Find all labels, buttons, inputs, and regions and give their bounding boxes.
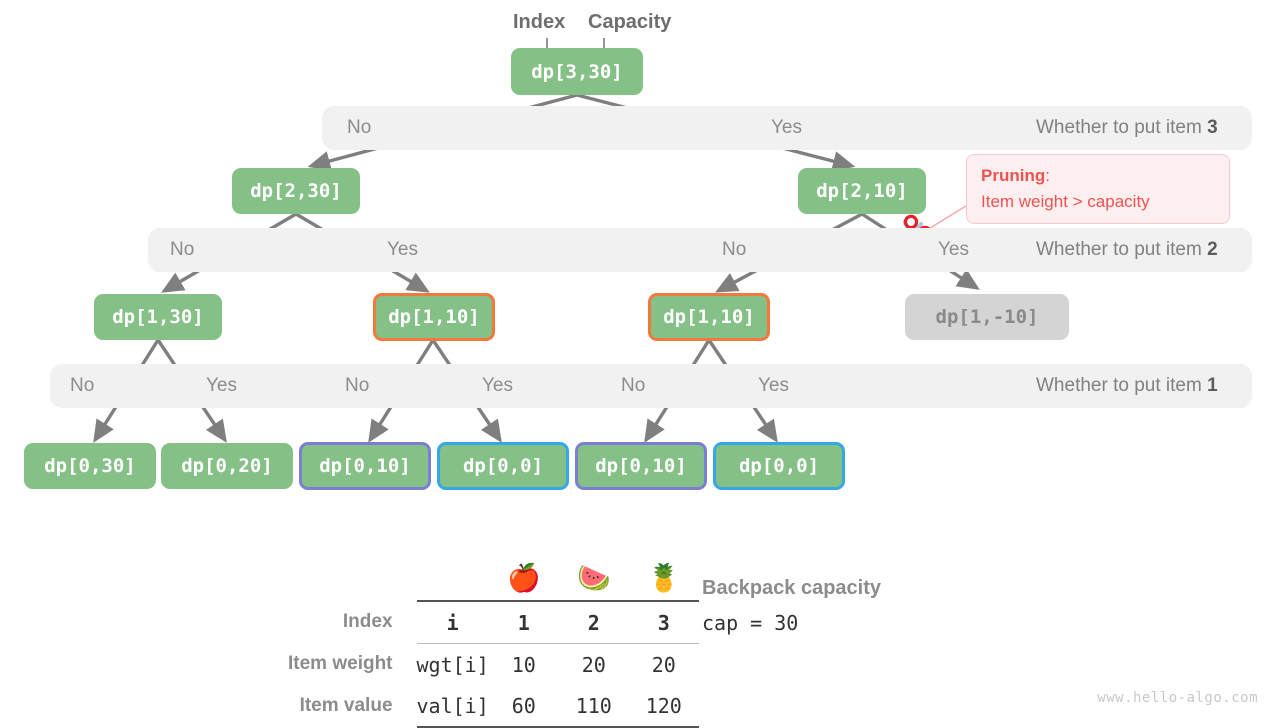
band-item-1-label-number: 1 bbox=[1207, 375, 1218, 396]
row-label-index: Index bbox=[342, 611, 393, 633]
band-item-3-label-number: 3 bbox=[1207, 117, 1218, 138]
row-label-item-value: Item value bbox=[299, 695, 393, 716]
pruning-title-line: Pruning: bbox=[981, 164, 1215, 189]
capacity-note: Backpack capacity cap = 30 bbox=[702, 578, 881, 633]
node-dp-0-20[interactable]: dp[0,20] bbox=[161, 443, 293, 489]
node-dp-1-10-b[interactable]: dp[1,10] bbox=[648, 293, 770, 341]
band-item-2 bbox=[148, 228, 1252, 272]
choice-yes-item3: Yes bbox=[771, 117, 802, 138]
index-value-1: 1 bbox=[488, 600, 559, 644]
band-item-1-label-text: Whether to put item bbox=[1036, 375, 1208, 396]
pruning-callout: Pruning: Item weight > capacity bbox=[966, 154, 1230, 224]
weight-value-1: 10 bbox=[488, 643, 559, 685]
node-dp-0-30[interactable]: dp[0,30] bbox=[24, 443, 156, 489]
row-key-value: val[i] bbox=[416, 685, 489, 728]
capacity-annotation-label: Capacity bbox=[588, 11, 672, 33]
emoji-key-spacer bbox=[417, 556, 489, 601]
watermark: www.hello-algo.com bbox=[1097, 690, 1258, 706]
band-item-3-label-text: Whether to put item bbox=[1036, 117, 1208, 138]
weight-value-2: 20 bbox=[558, 643, 629, 685]
choice-yes-item1-c: Yes bbox=[758, 375, 789, 396]
node-dp-2-30[interactable]: dp[2,30] bbox=[232, 168, 360, 214]
choice-yes-item1-a: Yes bbox=[206, 375, 237, 396]
index-value-3: 3 bbox=[628, 600, 699, 644]
choice-yes-item2-a: Yes bbox=[387, 239, 418, 260]
choice-no-item1-c: No bbox=[621, 375, 646, 396]
node-dp-2-10[interactable]: dp[2,10] bbox=[798, 168, 926, 214]
value-value-1: 60 bbox=[488, 685, 559, 728]
node-dp-3-30[interactable]: dp[3,30] bbox=[511, 48, 643, 95]
table-row-value: Item value val[i] 60 110 120 bbox=[288, 685, 699, 728]
choice-no-item1-b: No bbox=[345, 375, 370, 396]
weight-value-3: 20 bbox=[628, 643, 699, 685]
node-dp-0-10-a[interactable]: dp[0,10] bbox=[299, 442, 431, 490]
node-dp-0-0-a[interactable]: dp[0,0] bbox=[437, 442, 569, 490]
pineapple-icon: 🍍 bbox=[646, 563, 681, 593]
choice-no-item2-a: No bbox=[170, 239, 195, 260]
watermelon-icon: 🍉 bbox=[576, 563, 611, 593]
pruning-colon: : bbox=[1045, 166, 1050, 185]
apple-icon: 🍎 bbox=[506, 563, 541, 593]
choice-yes-item2-b: Yes bbox=[938, 239, 969, 260]
row-label-item-weight: Item weight bbox=[288, 653, 393, 675]
node-dp-0-0-b[interactable]: dp[0,0] bbox=[713, 442, 845, 490]
choice-no-item2-b: No bbox=[722, 239, 747, 260]
item-table: 🍎 🍉 🍍 Index i 1 2 3 Item weight wgt[i] 1… bbox=[288, 556, 699, 728]
band-item-2-label-number: 2 bbox=[1207, 239, 1218, 260]
index-value-2: 2 bbox=[558, 600, 629, 644]
capacity-note-code: cap = 30 bbox=[702, 611, 799, 635]
emoji-row-spacer bbox=[288, 556, 417, 601]
node-dp-1-10-a[interactable]: dp[1,10] bbox=[373, 293, 495, 341]
node-dp-1-neg10[interactable]: dp[1,-10] bbox=[905, 294, 1069, 340]
band-item-2-label: Whether to put item 2 bbox=[1036, 240, 1218, 259]
value-value-2: 110 bbox=[558, 685, 629, 728]
table-row-weight: Item weight wgt[i] 10 20 20 bbox=[288, 643, 699, 685]
table-row-emoji: 🍎 🍉 🍍 bbox=[288, 556, 699, 601]
table-row-index: Index i 1 2 3 bbox=[288, 600, 699, 644]
capacity-note-title: Backpack capacity bbox=[702, 577, 882, 599]
index-annotation-label: Index bbox=[513, 11, 566, 33]
band-item-3-label: Whether to put item 3 bbox=[1036, 118, 1218, 137]
band-item-1 bbox=[50, 364, 1252, 408]
band-item-3 bbox=[322, 106, 1252, 150]
pruning-reason: Item weight > capacity bbox=[981, 191, 1150, 211]
choice-yes-item1-b: Yes bbox=[482, 375, 513, 396]
band-item-2-label-text: Whether to put item bbox=[1036, 239, 1208, 260]
row-key-weight: wgt[i] bbox=[416, 643, 489, 685]
band-item-1-label: Whether to put item 1 bbox=[1036, 376, 1218, 395]
row-key-index: i bbox=[416, 600, 489, 644]
node-dp-0-10-b[interactable]: dp[0,10] bbox=[575, 442, 707, 490]
value-value-3: 120 bbox=[628, 685, 699, 728]
pruning-title: Pruning bbox=[981, 166, 1046, 185]
choice-no-item3: No bbox=[347, 117, 372, 138]
choice-no-item1-a: No bbox=[70, 375, 95, 396]
node-dp-1-30[interactable]: dp[1,30] bbox=[94, 294, 222, 340]
